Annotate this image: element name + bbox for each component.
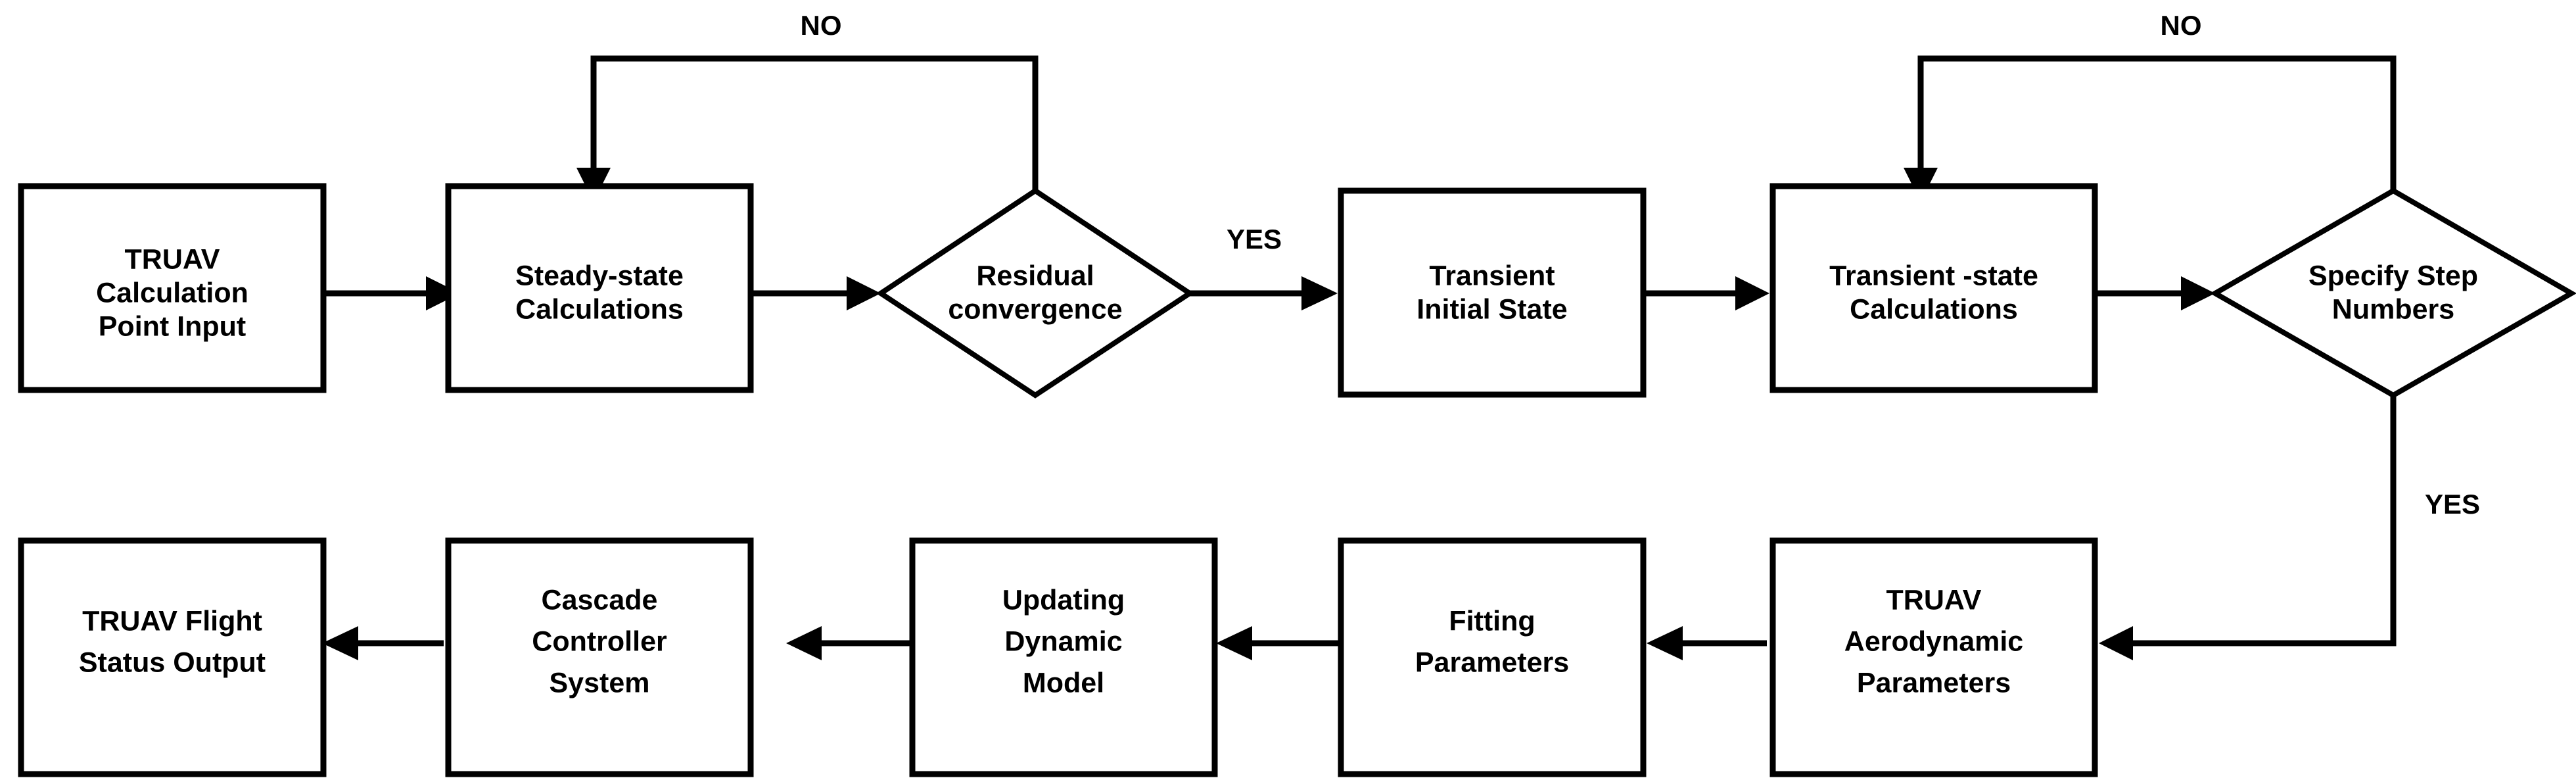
node-label-line: Calculations <box>1850 293 2018 325</box>
node-label-line: Transient -state <box>1829 260 2038 291</box>
node-cascade-controller-system[interactable]: Cascade Controller System <box>445 537 754 777</box>
node-label-line: Calculations <box>515 293 684 325</box>
node-residual-convergence[interactable]: Residual convergence <box>876 187 1195 399</box>
node-label-line: Residual <box>976 260 1094 291</box>
node-label-line: Numbers <box>2332 293 2454 325</box>
node-transient-state-calculations[interactable]: Transient -state Calculations <box>1769 183 2098 393</box>
node-truav-calculation-point-input[interactable]: TRUAV Calculation Point Input <box>18 183 327 393</box>
node-label-line: TRUAV Flight <box>82 605 262 637</box>
node-label-line: Fitting <box>1449 605 1535 637</box>
node-truav-flight-status-output[interactable]: TRUAV Flight Status Output <box>18 537 327 777</box>
node-label-line: Updating <box>1002 584 1125 616</box>
connector-aerodynamic-to-fitting <box>1647 626 1767 660</box>
node-label-line: Controller <box>532 625 667 657</box>
node-fitting-parameters[interactable]: Fitting Parameters <box>1338 537 1647 777</box>
edge-label-residual-no: NO <box>801 10 842 41</box>
node-label-line: Cascade <box>542 584 658 616</box>
connector-step-no-loop <box>1904 55 2397 202</box>
node-label-line: Model <box>1023 667 1104 698</box>
connector-steady-to-residual <box>751 276 881 310</box>
node-label-line: Initial State <box>1417 293 1567 325</box>
node-label-line: Point Input <box>99 310 246 342</box>
connector-input-to-steady <box>323 276 460 310</box>
edge-label-step-yes: YES <box>2425 489 2480 520</box>
connector-updating-to-cascade <box>786 626 912 660</box>
node-truav-aerodynamic-parameters[interactable]: TRUAV Aerodynamic Parameters <box>1769 537 2098 777</box>
node-transient-initial-state[interactable]: Transient Initial State <box>1338 187 1647 398</box>
edge-label-residual-yes: YES <box>1227 224 1282 255</box>
node-specify-step-numbers[interactable]: Specify Step Numbers <box>2209 187 2576 399</box>
node-label-line: Transient <box>1429 260 1555 291</box>
node-label-line: System <box>550 667 650 698</box>
node-label-line: Dynamic <box>1004 625 1122 657</box>
node-label-line: Status Output <box>79 646 266 678</box>
node-updating-dynamic-model[interactable]: Updating Dynamic Model <box>909 537 1218 777</box>
node-label-line: TRUAV <box>1886 584 1982 616</box>
node-label-line: convergence <box>948 293 1122 325</box>
connector-transient-initial-to-transient-state <box>1643 276 1769 310</box>
node-label-line: Steady-state <box>515 260 684 291</box>
node-steady-state-calculations[interactable]: Steady-state Calculations <box>445 183 754 393</box>
node-label-line: Specify Step <box>2308 260 2478 291</box>
node-label-line: TRUAV <box>125 243 220 275</box>
connector-transient-state-to-specify-step <box>2094 276 2215 310</box>
connector-cascade-to-flight-status <box>322 626 444 660</box>
edge-label-step-no: NO <box>2161 10 2202 41</box>
node-label-line: Aerodynamic <box>1844 625 2023 657</box>
connector-fitting-to-updating <box>1216 626 1343 660</box>
connector-residual-no-loop <box>576 55 1039 202</box>
node-label-line: Parameters <box>1857 667 2011 698</box>
node-label-line: Calculation <box>96 277 248 308</box>
connector-residual-yes-to-transient-initial <box>1190 276 1338 310</box>
connector-step-yes-to-aerodynamic <box>2099 395 2397 660</box>
node-label-line: Parameters <box>1415 646 1569 678</box>
